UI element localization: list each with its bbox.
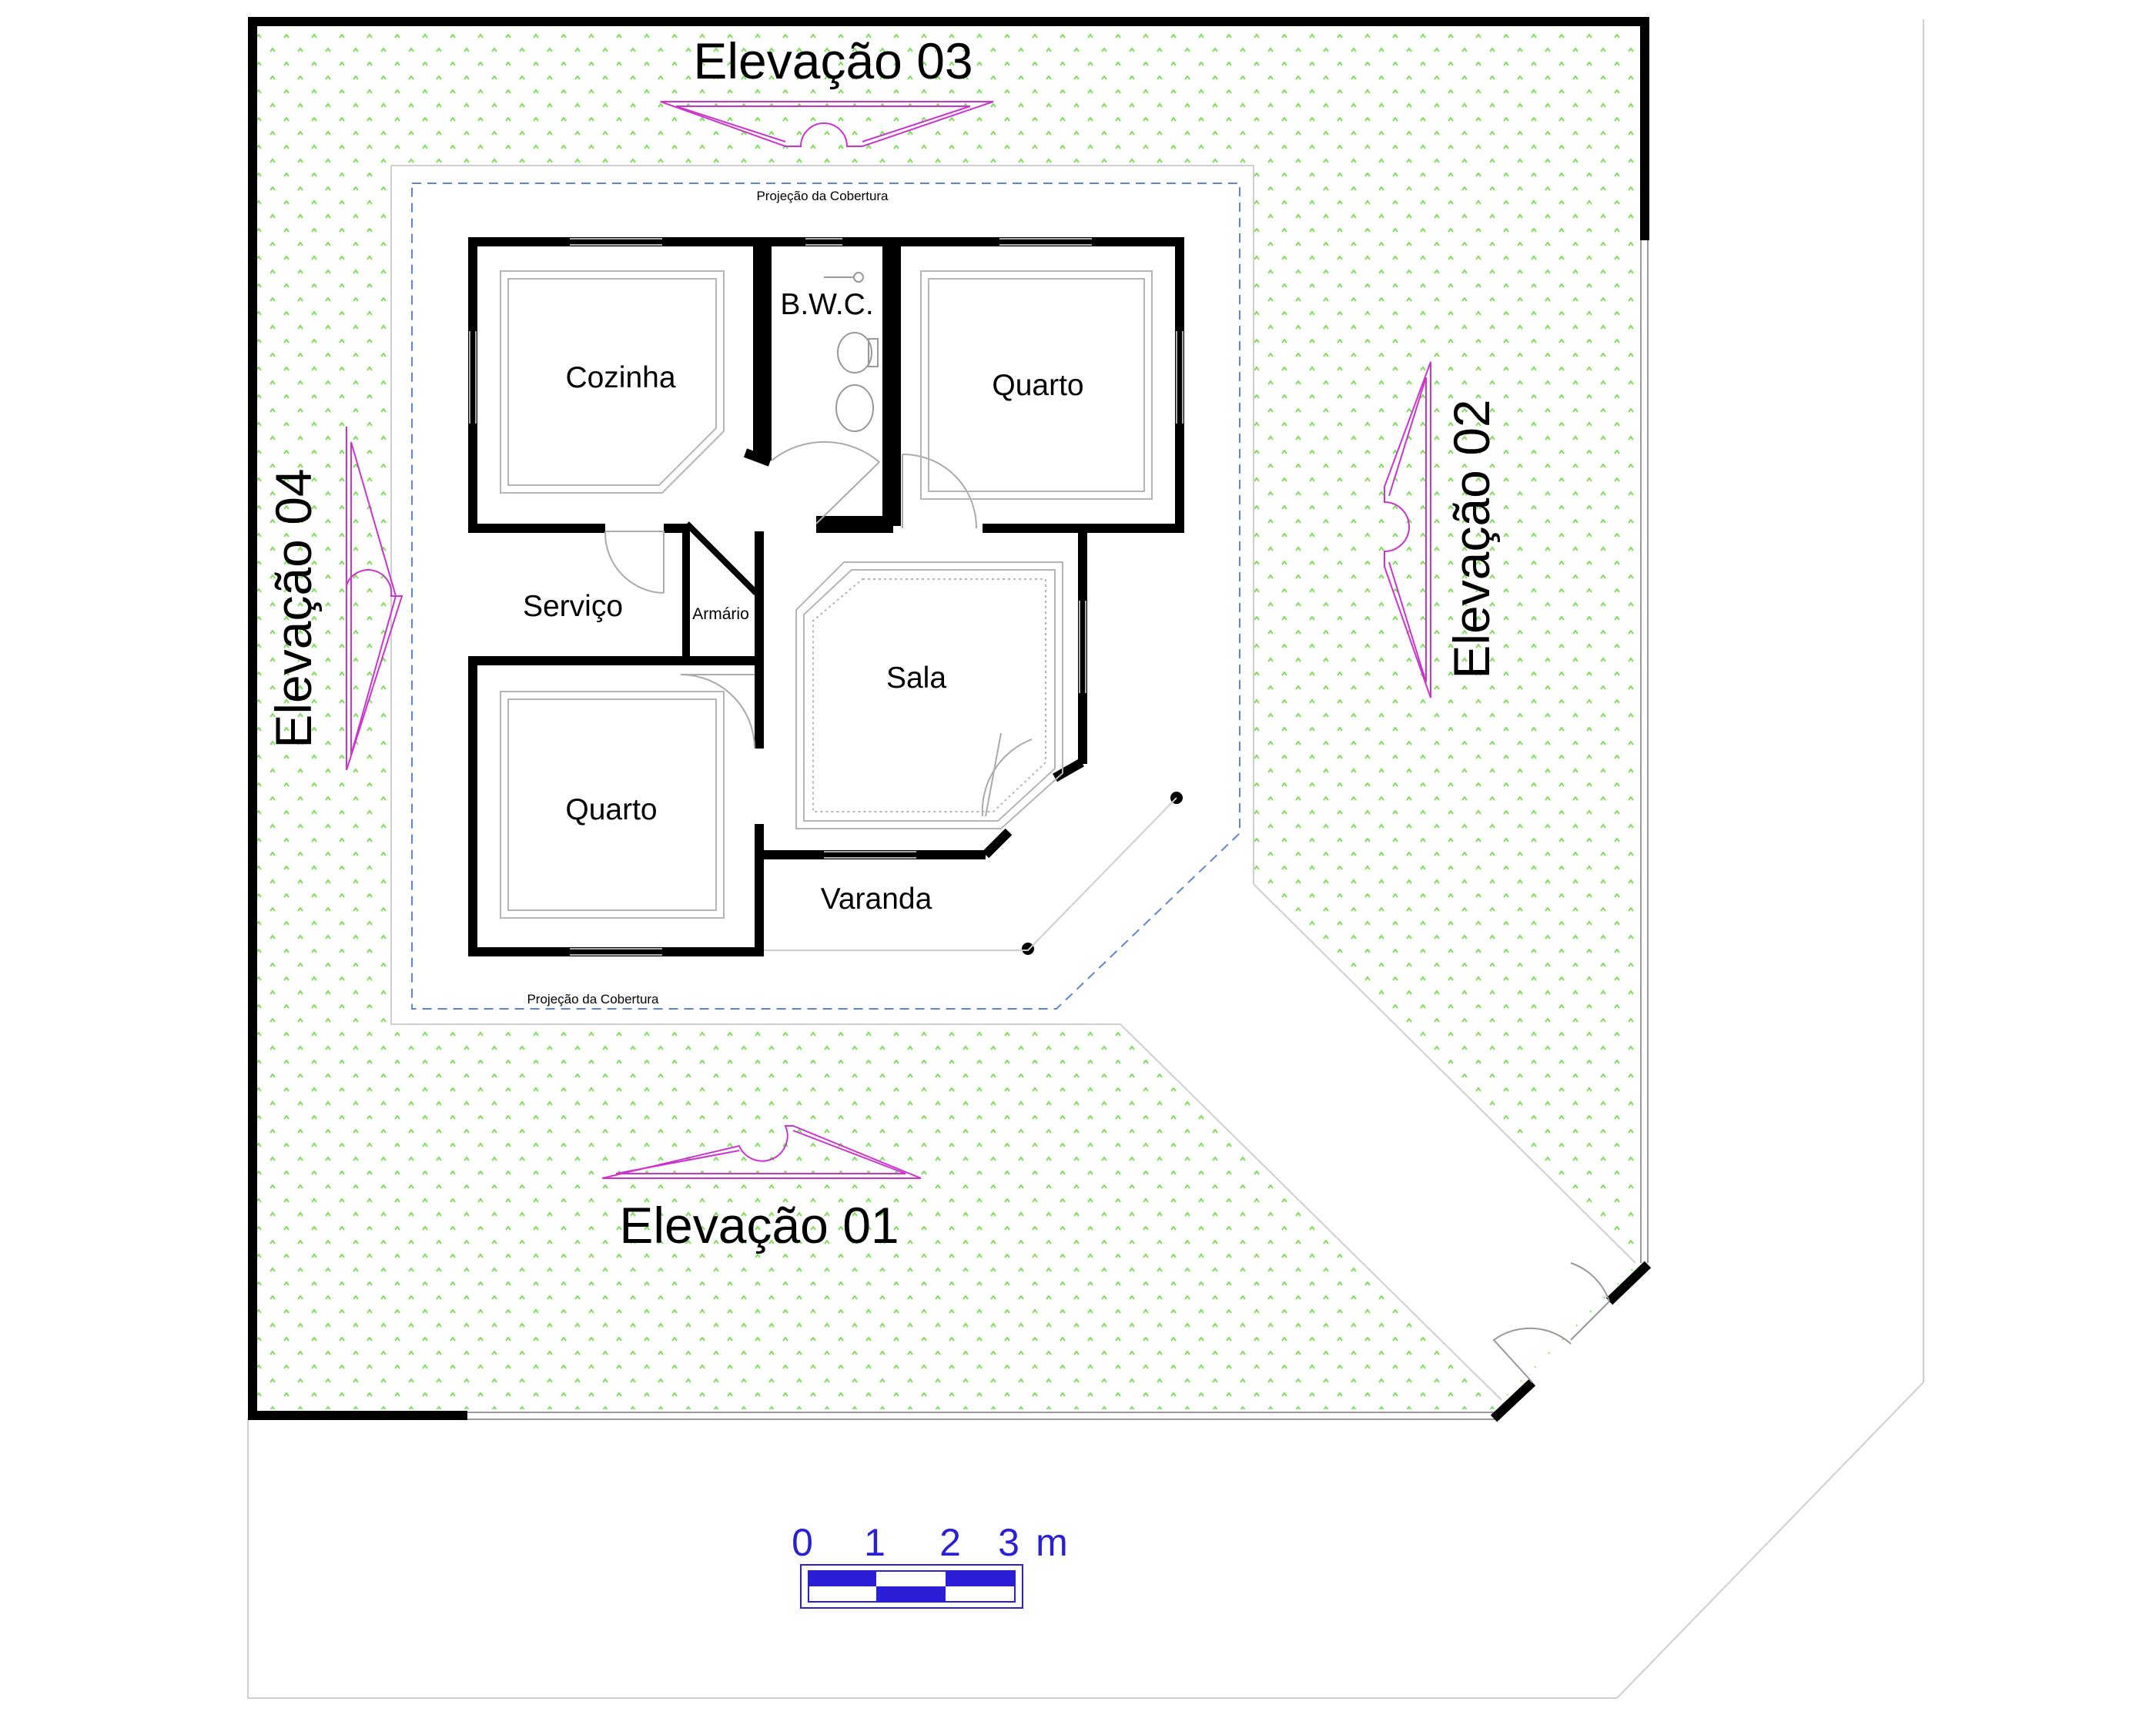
scale-tick-2: 2 [939,1521,961,1564]
door-bwc [771,440,880,524]
wall-quarto-bottom-right-2 [755,824,764,956]
room-label-armario: Armário [692,605,749,623]
wall-kitchen-bwc [753,237,772,461]
ceiling-outlines [500,270,1153,919]
gate [1490,1261,1652,1422]
wall-row1-bottom-left [468,524,605,533]
wall-left [248,17,257,1420]
lot-outline [247,19,1924,1699]
wall-bwc-quarto [882,237,901,526]
wall-right [1640,17,1649,240]
boundary-fence [467,240,1649,1420]
wall-sala-right [1078,533,1087,764]
elevation-marker-01 [601,1125,922,1179]
gate-post-right [1605,1261,1652,1305]
elevation-marker-04 [346,427,403,771]
lawn-area [256,25,1640,1409]
driveway-edge [1120,883,1636,1401]
wall-row1-bottom-mid [664,524,685,533]
gate-leaf-right [1570,1262,1610,1341]
elevation-label-02: Elevação 02 [1443,399,1500,678]
scale-tick-1: 1 [864,1521,886,1564]
wall-top [248,17,1649,26]
wall-house-right [1175,237,1184,531]
elevation-marker-02 [1384,361,1431,698]
boundary-walls [248,17,1649,1420]
door-servico [604,531,665,594]
varanda-edge [764,797,1177,951]
sala-ceiling [795,561,1063,829]
scale-seg-2 [876,1586,946,1602]
scale-bar: 0 1 2 3 m [792,1521,1068,1609]
wall-sala-bottom [755,850,986,859]
wall-house-left [468,237,477,531]
house-platform [390,165,1254,1025]
door-sala [981,732,1033,817]
roof-projection-label-bottom: Projeção da Cobertura [527,992,659,1007]
wall-servico-bottom [468,656,761,665]
sink-icon [835,384,874,432]
elevation-marker-03 [660,101,994,147]
wall-bottom [248,1411,467,1420]
bwc-fixtures [824,272,879,432]
wall-house-left-low [468,661,477,955]
room-label-quarto-top: Quarto [992,369,1083,402]
room-label-servico: Serviço [523,590,623,623]
room-label-sala: Sala [886,662,946,695]
wall-house-bottom [468,947,761,956]
elevation-label-01: Elevação 01 [619,1197,899,1254]
wall-armario [682,524,690,656]
windows [469,238,1183,956]
elevation-label-03: Elevação 03 [693,32,973,89]
scale-tick-0: 0 [792,1521,813,1564]
wall-sala-left [755,531,764,674]
doors [604,440,1033,817]
door-quarto-top [902,453,978,529]
scale-seg-1 [808,1571,876,1586]
wall-quarto-bottom-right [755,672,764,749]
column-2 [1022,943,1034,955]
gate-leaf-left [1492,1327,1572,1383]
scale-unit: m [1036,1521,1068,1564]
wall-row1-bottom-right [983,524,1184,533]
wall-bwc-bottom [816,516,893,533]
door-quarto-bottom [680,674,755,749]
room-label-varanda: Varanda [821,883,932,916]
toilet-icon [837,332,872,373]
elevation-label-04: Elevação 04 [265,468,322,748]
lot [247,19,1924,1699]
house [468,237,1184,956]
scale-frame [800,1564,1023,1609]
roof-projection [411,183,1240,1010]
scale-tick-3: 3 [998,1521,1019,1564]
room-label-cozinha: Cozinha [565,361,675,394]
scale-seg-3 [946,1571,1015,1586]
gate-post-left [1490,1378,1536,1422]
roof-projection-label-top: Projeção da Cobertura [756,189,889,203]
room-label-bwc: B.W.C. [780,288,873,321]
room-label-quarto-bottom: Quarto [565,793,657,826]
